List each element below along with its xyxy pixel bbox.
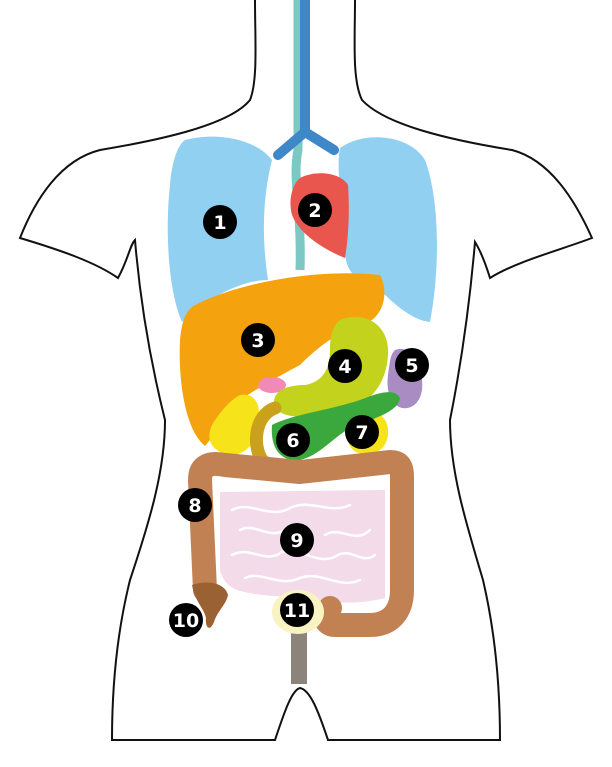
- label-number: 11: [284, 600, 310, 622]
- label-number: 1: [213, 212, 226, 234]
- label-number: 9: [290, 530, 303, 552]
- label-badge: [345, 415, 379, 449]
- label-number: 5: [405, 355, 418, 377]
- large-intestine: [188, 450, 414, 637]
- label-heart: 2: [298, 193, 332, 227]
- small-intestine-folds: [230, 503, 377, 585]
- label-badge: [169, 603, 203, 637]
- urethra: [291, 618, 307, 684]
- gallbladder: [209, 394, 260, 455]
- pink-organ: [258, 377, 286, 393]
- label-spleen: 5: [395, 348, 429, 382]
- label-number: 2: [308, 200, 321, 222]
- label-number: 6: [286, 430, 299, 452]
- appendix: [192, 582, 228, 628]
- label-badge: [203, 205, 237, 239]
- label-stomach: 4: [328, 349, 362, 383]
- label-badge: [241, 323, 275, 357]
- label-lung: 1: [203, 205, 237, 239]
- label-badge: [328, 349, 362, 383]
- label-small-intestine: 9: [280, 523, 314, 557]
- label-appendix: 10: [169, 603, 203, 637]
- bronchi: [273, 0, 339, 160]
- label-badge: [395, 348, 429, 382]
- label-number: 8: [188, 495, 201, 517]
- label-kidney: 7: [345, 415, 379, 449]
- label-number: 7: [355, 422, 368, 444]
- label-badge: [280, 523, 314, 557]
- label-badge: [280, 593, 314, 627]
- label-badge: [178, 488, 212, 522]
- label-duodenum: 6: [276, 423, 310, 457]
- body-outline: [18, 0, 594, 741]
- label-number: 3: [251, 330, 264, 352]
- label-number: 10: [173, 610, 199, 632]
- label-badge: [298, 193, 332, 227]
- label-badge: [276, 423, 310, 457]
- label-liver: 3: [241, 323, 275, 357]
- label-large-intestine: 8: [178, 488, 212, 522]
- label-bladder: 11: [280, 593, 314, 627]
- label-number: 4: [338, 356, 351, 378]
